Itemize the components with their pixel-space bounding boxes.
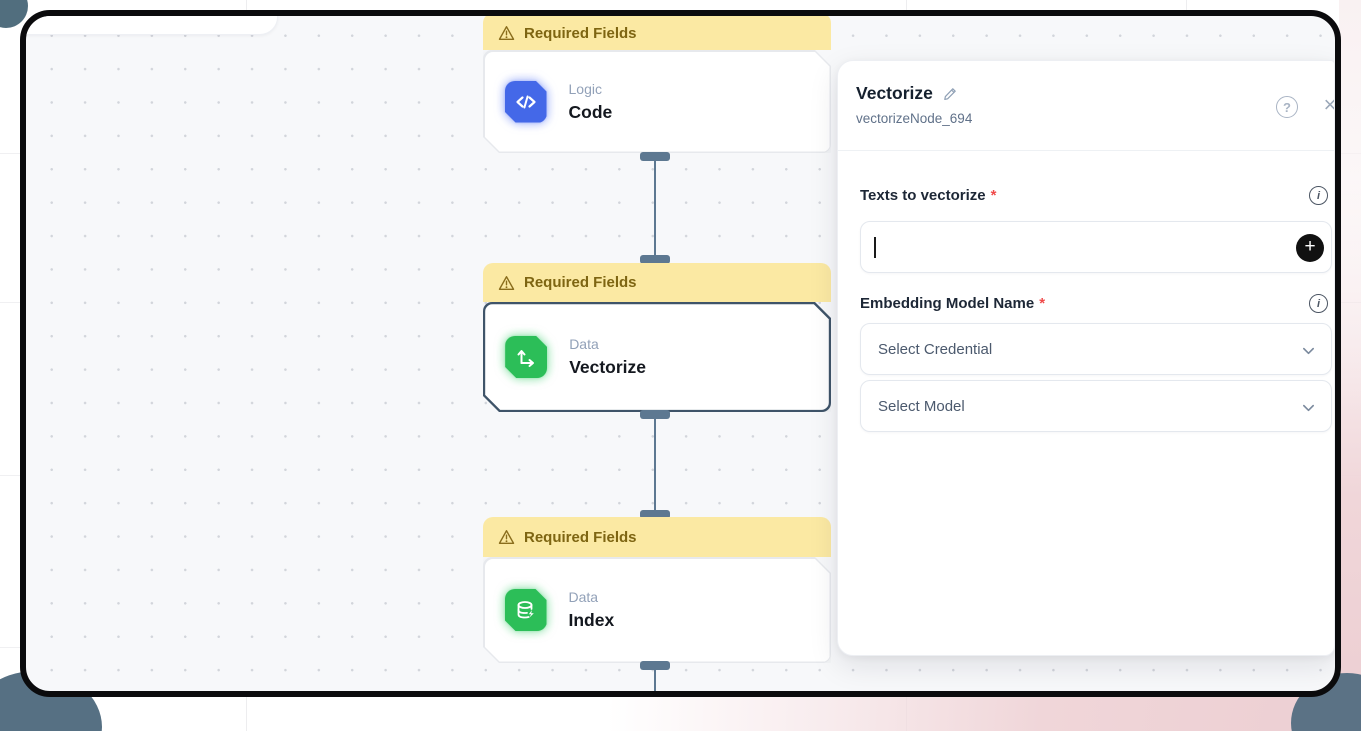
chevron-down-icon <box>1303 404 1314 412</box>
close-icon[interactable]: × <box>1319 92 1334 117</box>
node-category: Data <box>568 589 599 605</box>
app-window-frame: Required Fields Logic <box>20 10 1341 697</box>
warning-icon <box>498 530 515 544</box>
edge-connector <box>653 418 657 512</box>
banner-label: Required Fields <box>524 24 637 42</box>
banner-label: Required Fields <box>524 528 637 546</box>
node-title: Index <box>568 610 615 630</box>
info-icon[interactable]: i <box>1309 294 1328 313</box>
info-icon[interactable]: i <box>1309 186 1328 205</box>
input-handle[interactable] <box>640 510 670 519</box>
required-marker: * <box>1039 295 1046 312</box>
output-handle[interactable] <box>640 152 670 161</box>
model-select[interactable]: Select Model <box>860 380 1332 432</box>
database-bolt-icon <box>505 589 547 631</box>
embedding-model-label-row: Embedding Model Name * i <box>860 294 1330 313</box>
canvas-toolbar-panel <box>26 16 278 35</box>
code-icon <box>505 81 547 123</box>
node-category: Data <box>569 336 599 352</box>
flow-canvas[interactable]: Required Fields Logic <box>26 16 1335 691</box>
required-fields-banner: Required Fields <box>483 517 831 557</box>
texts-to-vectorize-label-row: Texts to vectorize * i <box>860 186 1330 205</box>
texts-to-vectorize-input[interactable]: + <box>860 221 1332 273</box>
required-fields-banner: Required Fields <box>483 16 831 50</box>
node-card-index[interactable]: Data Index <box>483 557 831 663</box>
node-title: Vectorize <box>569 357 647 377</box>
close-glyph: × <box>1324 92 1334 117</box>
output-handle[interactable] <box>640 410 670 419</box>
node-card-vectorize[interactable]: Data Vectorize <box>483 302 831 412</box>
node-card-code[interactable]: Logic Code <box>483 50 831 153</box>
divider <box>838 150 1334 151</box>
banner-label: Required Fields <box>524 274 637 291</box>
edit-pencil-icon[interactable] <box>942 86 958 102</box>
input-handle[interactable] <box>640 255 670 264</box>
node-category: Logic <box>568 80 602 97</box>
node-inspector-panel: Vectorize vectorizeNode_694 ? × Texts to… <box>837 60 1335 656</box>
vector-axes-icon <box>505 336 547 378</box>
edge-connector <box>653 669 657 691</box>
warning-icon <box>498 26 515 40</box>
edge-connector <box>653 160 657 256</box>
node-id-label: vectorizeNode_694 <box>856 111 973 126</box>
node-title: Code <box>568 101 613 122</box>
pink-edge-decoration <box>1339 0 1361 420</box>
output-handle[interactable] <box>640 661 670 670</box>
required-marker: * <box>990 187 997 204</box>
chevron-down-icon <box>1303 347 1314 355</box>
add-icon[interactable]: + <box>1296 234 1324 262</box>
field-label: Texts to vectorize <box>860 187 986 204</box>
credential-select[interactable]: Select Credential <box>860 323 1332 375</box>
text-cursor <box>874 237 876 258</box>
warning-icon <box>498 275 515 290</box>
select-value: Select Credential <box>878 340 993 358</box>
help-glyph: ? <box>1283 99 1291 115</box>
field-label: Embedding Model Name <box>860 295 1035 312</box>
required-fields-banner: Required Fields <box>483 263 831 302</box>
select-value: Select Model <box>878 397 965 415</box>
help-icon[interactable]: ? <box>1276 96 1298 118</box>
panel-title: Vectorize <box>856 83 933 103</box>
add-glyph: + <box>1304 236 1316 257</box>
